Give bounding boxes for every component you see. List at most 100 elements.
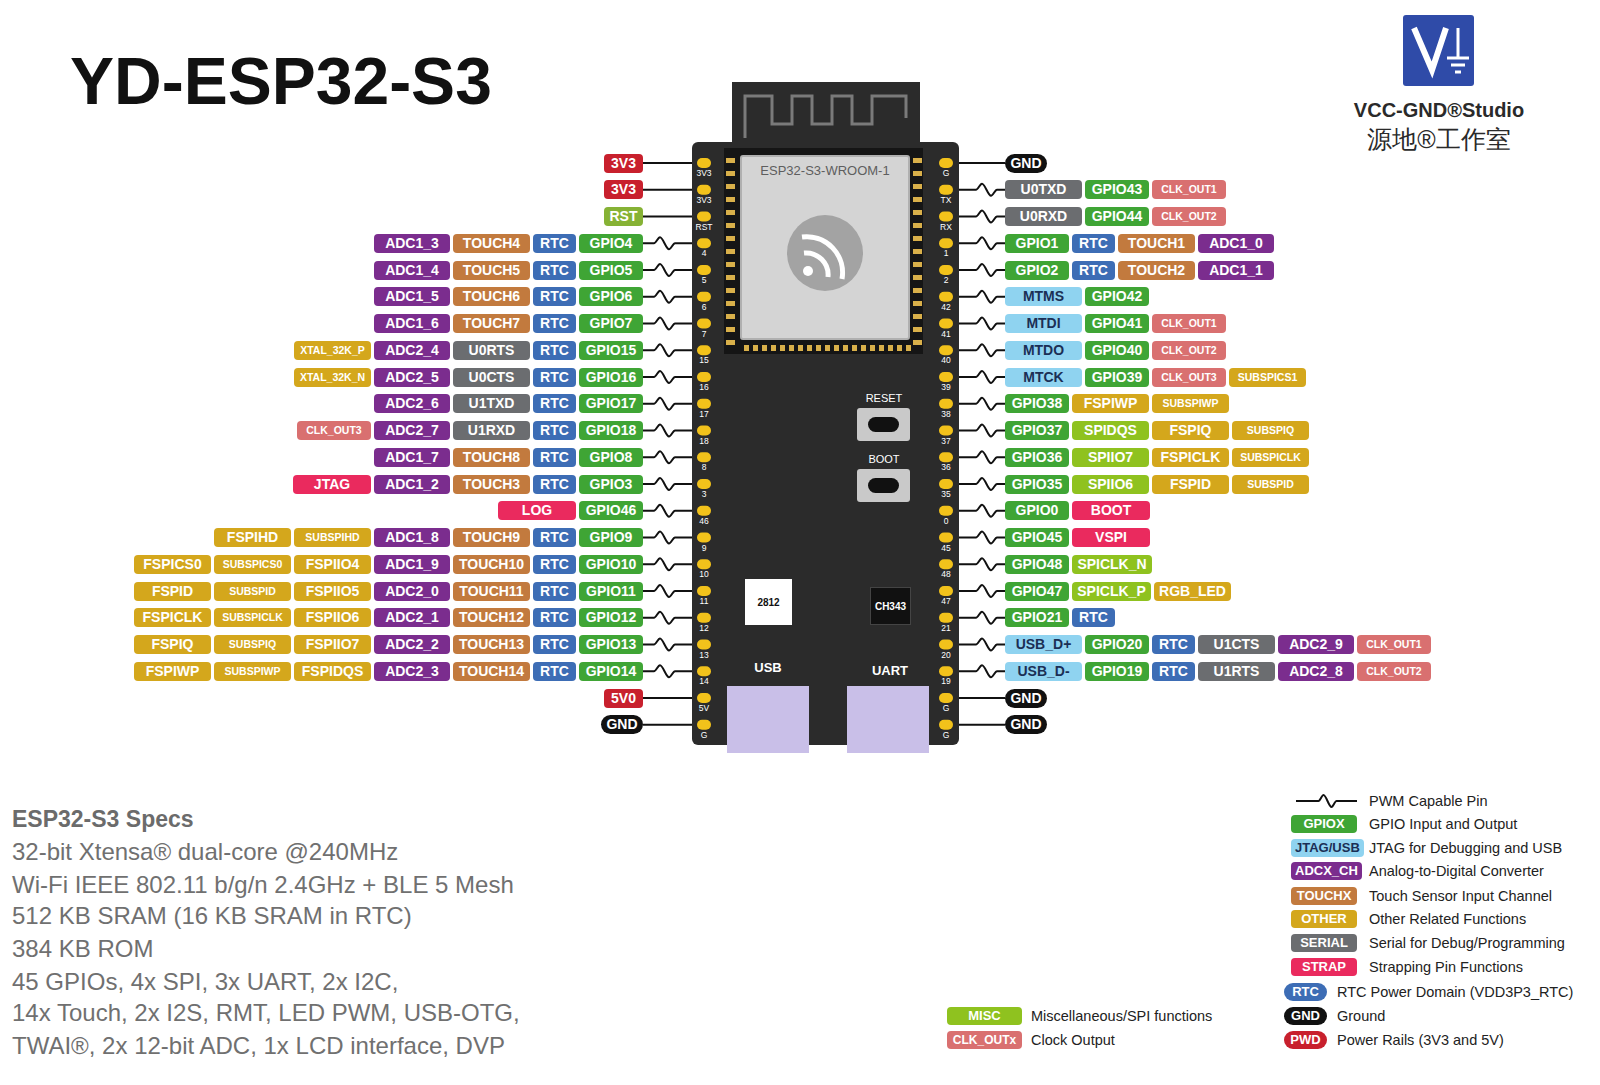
pin-name: FSPIHD [227,528,278,547]
pin-function-label: GPIO20 [1085,635,1149,654]
pin-function-label: U1CTS [1198,635,1275,654]
legend-text: PWM Capable Pin [1369,792,1487,810]
module-pad [913,249,922,254]
pin-function-label: ADC2_2 [374,635,450,654]
silkscreen-pin-label: 39 [941,382,950,392]
header-pad [939,185,953,195]
pin-name: U0TXD [1021,180,1067,199]
module-pad [726,275,735,280]
pin-function-label: RTC [1072,261,1115,280]
pin-function-label: FSPIWP [134,662,211,681]
pin-name: LOG [522,501,552,520]
legend-text: Strapping Pin Functions [1369,958,1523,976]
pin-name: RTC [540,448,569,467]
module-pad [913,262,922,267]
pin-function-label: CLK_OUT2 [1357,662,1431,681]
pin-function-label: GPIO8 [579,448,643,467]
silkscreen-pin-label: 45 [941,543,950,553]
silkscreen-pin-label: 5 [702,275,707,285]
header-pad [697,506,711,516]
silkscreen-pin-label: 8 [702,462,707,472]
pin-name: GPIO39 [1092,368,1143,387]
pin-function-label: GPIO35 [1005,475,1069,494]
header-pad [939,372,953,382]
pin-name: 5V0 [611,689,636,708]
pin-name: USB_D+ [1016,635,1072,654]
pin-function-label: LOG [498,501,576,520]
pin-name: GPIO20 [1092,635,1143,654]
pin-function-label: 3V3 [604,154,643,173]
pin-function-label: ADC1_3 [374,234,450,253]
pin-function-label: ADC2_3 [374,662,450,681]
pin-wire [643,585,692,597]
pin-function-label: 3V3 [604,180,643,199]
header-pad [939,452,953,462]
legend-swatch-label: RTC [1292,983,1319,1001]
pin-name: VSPI [1095,528,1127,547]
pin-name: RTC [1079,261,1108,280]
pin-function-label: ADC2_8 [1278,662,1354,681]
pin-name: TOUCH13 [459,635,524,654]
pin-name: SUBSPID [229,582,276,601]
module-pcb [724,148,923,354]
header-pad [939,693,953,703]
pin-function-label: GPIO37 [1005,421,1069,440]
module-pad [744,345,749,351]
pin-name: FSPICLK [1161,448,1221,467]
pin-name: GPIO37 [1012,421,1063,440]
pin-name: U0RTS [469,341,515,360]
pin-function-label: RTC [533,448,576,467]
pin-function-label: GPIO47 [1005,582,1069,601]
specs-line: 32-bit Xtensa® dual-core @240MHz [12,838,398,866]
pin-name: GPIO41 [1092,314,1143,333]
pin-name: CLK_OUT2 [1161,341,1216,360]
silkscreen-pin-label: 41 [941,329,950,339]
pin-function-label: SPICLK_P [1072,582,1151,601]
pin-name: RTC [540,421,569,440]
antenna-area [732,82,920,146]
pin-function-label: U0RXD [1005,207,1082,226]
ic-chip: 2812 [745,579,792,625]
silkscreen-pin-label: 0 [944,516,949,526]
pin-name: TOUCH8 [463,448,520,467]
pin-function-label: SUBSPICS1 [1229,368,1306,387]
legend-swatch-label: PWD [1290,1031,1320,1049]
silkscreen-pin-label: 12 [699,623,708,633]
module-pad [726,158,735,163]
chip-marking: 2812 [757,597,779,608]
pin-name: MTDI [1026,314,1060,333]
module-pad [780,345,785,351]
header-pad [697,666,711,676]
pin-name: ADC2_1 [385,608,439,627]
pin-name: FSPIQ [151,635,193,654]
pin-function-label: SUBSPICLK [214,608,291,627]
module-pad [726,223,735,228]
pin-function-label: TOUCH5 [453,261,530,280]
silkscreen-pin-label: 6 [702,302,707,312]
push-button-cap [868,478,899,493]
silkscreen-pin-label: G [943,703,950,713]
header-pad [939,479,953,489]
pin-function-label: RTC [533,341,576,360]
pin-function-label: TOUCH1 [1118,234,1195,253]
pin-function-label: CLK_OUT3 [297,421,371,440]
pin-function-label: MTCK [1005,368,1082,387]
module-pad [726,262,735,267]
pin-function-label: GPIO3 [579,475,643,494]
pin-function-label: RTC [533,261,576,280]
pin-function-label: ADC1_8 [374,528,450,547]
pin-function-label: GPIO15 [579,341,643,360]
pin-name: RTC [540,555,569,574]
pin-function-label: RTC [533,287,576,306]
pin-function-label: ADC1_2 [374,475,450,494]
silkscreen-pin-label: 16 [699,382,708,392]
silkscreen-pin-label: 46 [699,516,708,526]
pin-name: GPIO10 [586,555,637,574]
pin-name: MTCK [1023,368,1063,387]
pin-name: RTC [540,368,569,387]
legend-swatch: OTHER [1291,910,1357,928]
module-pad [762,345,767,351]
pin-function-label: GPIO1 [1005,234,1069,253]
pin-function-label: FSPICS0 [134,555,211,574]
pin-wire [643,344,692,356]
